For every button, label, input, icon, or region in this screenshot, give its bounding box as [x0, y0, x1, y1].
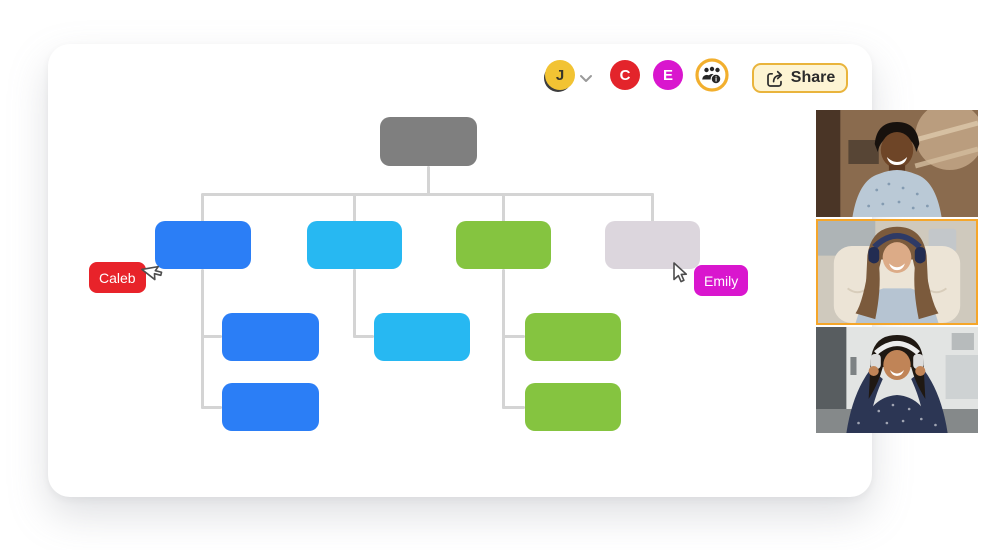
cursor-label-caleb: Caleb	[89, 262, 146, 293]
chart-node-n3a[interactable]	[525, 313, 621, 361]
cursor-name-emily: Emily	[704, 272, 739, 289]
whiteboard-canvas[interactable]: J C E i	[48, 44, 872, 497]
connector-line	[353, 193, 356, 223]
avatar-e-initial: E	[662, 66, 673, 84]
avatar-c-initial: C	[619, 66, 631, 84]
share-button-label: Share	[790, 69, 836, 86]
connector-line	[201, 335, 222, 338]
connector-line	[201, 406, 222, 409]
share-button[interactable]: Share	[752, 63, 848, 93]
chart-node-n4[interactable]	[605, 221, 700, 269]
video-participant-3[interactable]	[816, 327, 978, 433]
video-participant-1[interactable]	[816, 110, 978, 217]
cursor-name-caleb: Caleb	[99, 269, 136, 286]
collaborators-icon[interactable]: i	[695, 58, 729, 92]
connector-line	[353, 269, 356, 338]
chart-node-n1a[interactable]	[222, 313, 319, 361]
connector-line	[502, 406, 525, 409]
chart-node-root[interactable]	[380, 117, 477, 166]
connector-line	[502, 193, 505, 223]
connector-line	[353, 335, 374, 338]
cursor-arrow-left-icon	[140, 258, 168, 291]
connector-line	[502, 335, 525, 338]
org-chart	[48, 44, 872, 497]
participant-2-photo	[818, 221, 976, 323]
connector-line	[201, 193, 204, 223]
participant-3-photo	[816, 327, 978, 433]
avatar-j-initial: J	[555, 66, 565, 84]
video-call-strip	[816, 110, 978, 433]
connector-line	[202, 193, 654, 196]
chevron-down-icon[interactable]	[579, 71, 593, 89]
avatar-j[interactable]: J	[545, 60, 575, 90]
participant-1-photo	[816, 110, 978, 217]
share-icon	[765, 69, 784, 88]
chart-node-n3[interactable]	[456, 221, 551, 269]
cursor-label-emily: Emily	[694, 265, 749, 296]
connector-line	[427, 166, 430, 194]
cursor-arrow-icon	[669, 260, 695, 292]
chart-node-n1b[interactable]	[222, 383, 319, 431]
chart-node-n2[interactable]	[307, 221, 402, 269]
chart-node-n2a[interactable]	[374, 313, 470, 361]
connector-line	[502, 269, 505, 409]
chart-node-n1[interactable]	[155, 221, 251, 269]
connector-line	[201, 269, 204, 409]
video-participant-2[interactable]	[816, 219, 978, 325]
svg-text:i: i	[715, 75, 717, 84]
connector-line	[651, 193, 654, 223]
chart-node-n3b[interactable]	[525, 383, 621, 431]
avatar-c[interactable]: C	[610, 60, 640, 90]
avatar-e[interactable]: E	[653, 60, 683, 90]
